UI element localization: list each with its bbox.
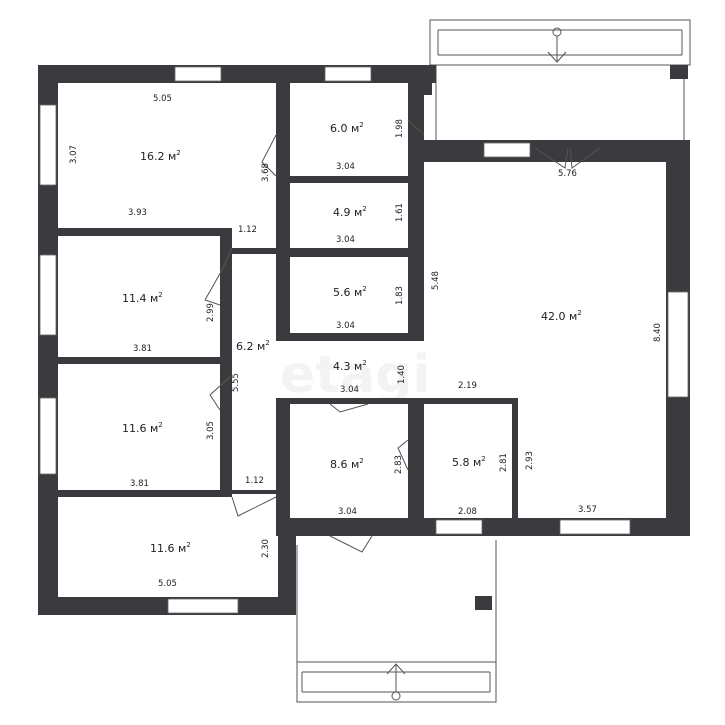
room-area: 4.9 м2 bbox=[333, 205, 367, 219]
room-area: 16.2 м2 bbox=[140, 149, 181, 163]
room-area: 5.8 м2 bbox=[452, 455, 486, 469]
dimension: 3.57 bbox=[578, 505, 597, 515]
dimension: 5.05 bbox=[158, 579, 177, 589]
top-terrace bbox=[429, 19, 691, 140]
dimension: 5.55 bbox=[231, 373, 241, 392]
window bbox=[39, 104, 57, 186]
dimension: 3.04 bbox=[340, 385, 359, 395]
dimension-labels: 5.05 3.07 3.93 3.04 1.98 3.68 3.04 1.61 … bbox=[69, 94, 663, 589]
window bbox=[435, 519, 483, 535]
window bbox=[39, 254, 57, 336]
dimension: 3.81 bbox=[133, 344, 152, 354]
window bbox=[174, 66, 222, 82]
dimension: 2.83 bbox=[394, 455, 404, 474]
window bbox=[483, 142, 531, 158]
room-area: 6.0 м2 bbox=[330, 121, 364, 135]
dimension: 2.99 bbox=[206, 303, 216, 322]
dimension: 3.04 bbox=[336, 162, 355, 172]
entrance-marker-icon bbox=[552, 27, 562, 37]
room-area: 11.6 м2 bbox=[150, 541, 191, 555]
dimension: 5.05 bbox=[153, 94, 172, 104]
dimension: 3.05 bbox=[206, 421, 216, 440]
dimension: 2.93 bbox=[525, 451, 535, 470]
dimension: 1.40 bbox=[397, 365, 407, 384]
room-area: 42.0 м2 bbox=[541, 309, 582, 323]
room-area: 6.2 м2 bbox=[236, 339, 270, 353]
dimension: 3.04 bbox=[336, 321, 355, 331]
window bbox=[39, 397, 57, 475]
dimension: 1.12 bbox=[238, 225, 257, 235]
dimension: 3.07 bbox=[69, 145, 79, 164]
watermark: etagi bbox=[280, 345, 430, 405]
dimension: 2.30 bbox=[261, 539, 271, 558]
dimension: 3.93 bbox=[128, 208, 147, 218]
dimension: 3.04 bbox=[338, 507, 357, 517]
dimension: 3.68 bbox=[261, 163, 271, 182]
dimension: 1.12 bbox=[245, 476, 264, 486]
dimension: 2.81 bbox=[499, 453, 509, 472]
bottom-terrace bbox=[296, 540, 497, 703]
dimension: 5.48 bbox=[431, 271, 441, 290]
dimension: 1.83 bbox=[395, 286, 405, 305]
dimension: 2.08 bbox=[458, 507, 477, 517]
window bbox=[559, 519, 631, 535]
dimension: 3.04 bbox=[336, 235, 355, 245]
dimension: 5.76 bbox=[558, 169, 577, 179]
dimension: 2.19 bbox=[458, 381, 477, 391]
window bbox=[324, 66, 372, 82]
dimension: 3.81 bbox=[130, 479, 149, 489]
room-area: 8.6 м2 bbox=[330, 457, 364, 471]
room-area: 4.3 м2 bbox=[333, 359, 367, 373]
entrance-marker-icon bbox=[391, 691, 401, 701]
room-area-labels: 16.2 м2 6.0 м2 4.9 м2 5.6 м2 4.3 м2 11.4… bbox=[122, 121, 582, 555]
dimension: 8.40 bbox=[653, 323, 663, 342]
doors bbox=[204, 119, 601, 553]
room-area: 11.4 м2 bbox=[122, 291, 163, 305]
dimension: 1.61 bbox=[395, 203, 405, 222]
room-area: 11.6 м2 bbox=[122, 421, 163, 435]
windows bbox=[39, 66, 689, 614]
window bbox=[667, 291, 689, 398]
room-area: 5.6 м2 bbox=[333, 285, 367, 299]
dimension: 1.98 bbox=[395, 119, 405, 138]
window bbox=[167, 598, 239, 614]
